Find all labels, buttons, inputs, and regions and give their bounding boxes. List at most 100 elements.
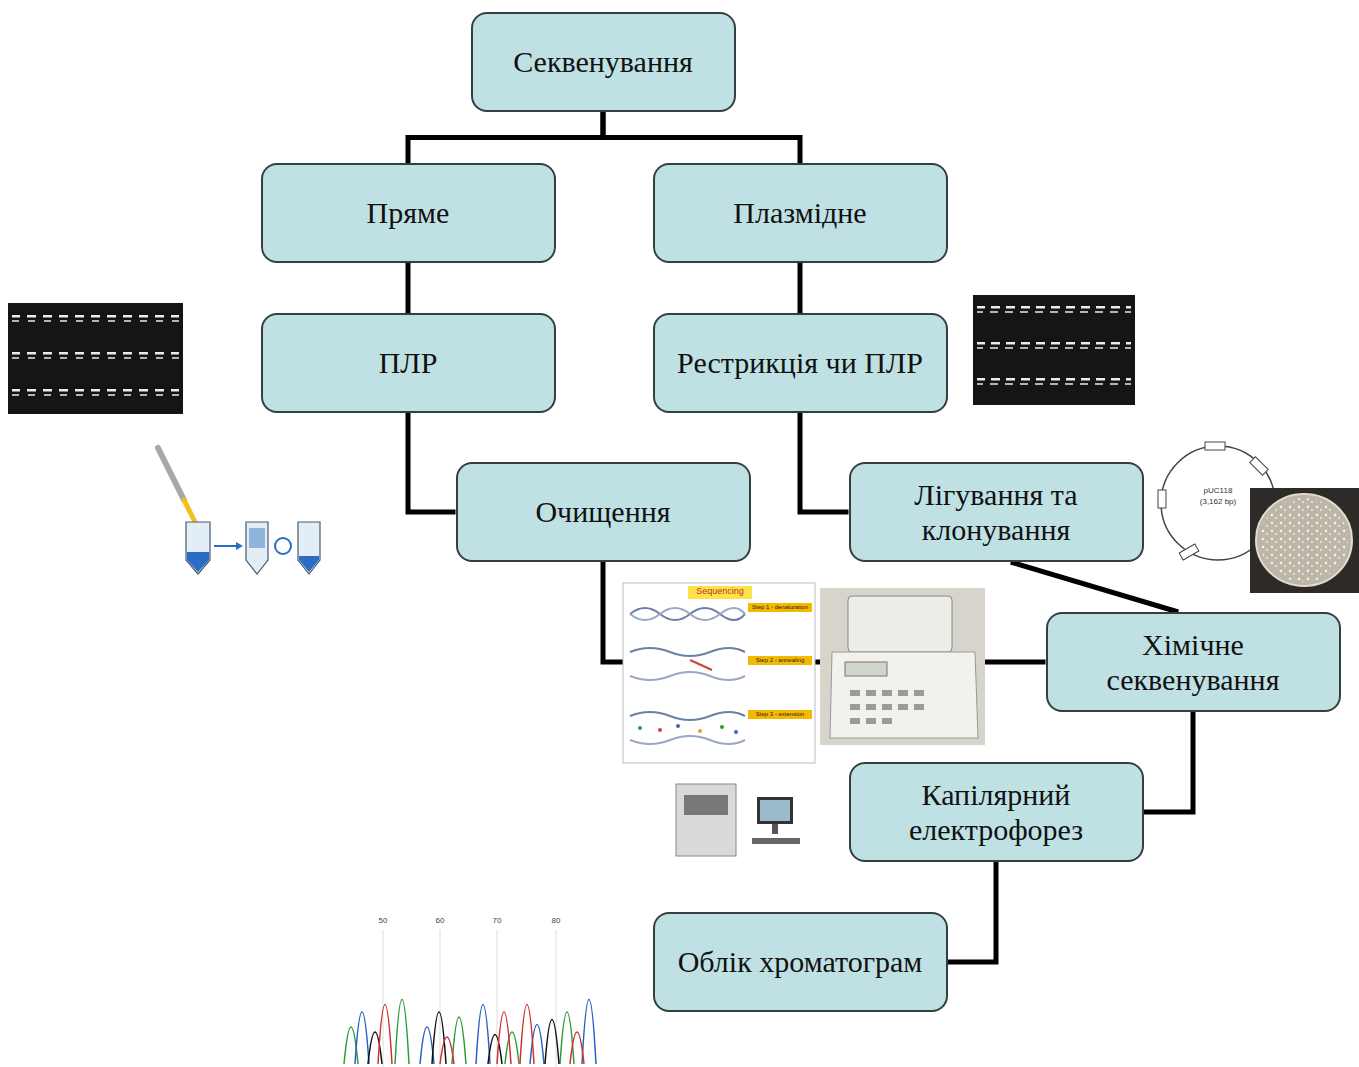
sequencing-scheme-part [698, 729, 702, 733]
thermal-cycler-photo-part [850, 718, 860, 724]
sequencing-scheme-part [638, 726, 642, 730]
sequencing-scheme-part [748, 710, 812, 719]
thermal-cycler-photo-part [914, 704, 924, 710]
spin-column-picture-part [150, 445, 325, 585]
gel-image-right-part [977, 298, 1131, 402]
chromatogram-picture [340, 915, 600, 1067]
illustration-label: 50 [373, 917, 393, 926]
process-box: Очищення [456, 462, 751, 562]
connector-line [800, 413, 849, 512]
sequencing-scheme-part [630, 736, 745, 744]
sequencing-scheme-part [630, 608, 745, 620]
illustration-label: Step 2 - annealing [748, 657, 812, 664]
sequencing-scheme-part [688, 586, 752, 599]
illustration-label: 80 [546, 917, 566, 926]
connector-line [1144, 712, 1194, 812]
connector-line [408, 112, 603, 163]
petri-dish-photo-part [1260, 498, 1348, 582]
box-label: Пряме [367, 195, 450, 230]
plasmid-map-part [1179, 544, 1199, 560]
process-box: Секвенування [471, 12, 736, 112]
illustration-label: 70 [487, 917, 507, 926]
connector-line [603, 112, 800, 163]
box-label: Плазмідне [733, 195, 866, 230]
illustration-label: Sequencing [688, 587, 752, 597]
process-box: Капілярний електрофорез [849, 762, 1144, 862]
thermal-cycler-photo-part [866, 704, 876, 710]
plasmid-map-part [1250, 457, 1268, 475]
illustration-label: 60 [430, 917, 450, 926]
gel-image-left [8, 303, 183, 414]
plasmid-map-part [1205, 442, 1225, 450]
capillary-sequencer-picture-part [684, 795, 728, 815]
thermal-cycler-photo-part [914, 690, 924, 696]
spin-column-picture-part [299, 556, 319, 572]
spin-column-picture-part [298, 522, 320, 574]
capillary-sequencer-picture-part [772, 824, 778, 834]
box-label: Облік хроматограм [678, 944, 923, 979]
sequencing-scheme-part [630, 672, 745, 680]
thermal-cycler-photo-part [866, 690, 876, 696]
process-box: Рестрикція чи ПЛР [653, 313, 948, 413]
sequencing-scheme-part [658, 728, 662, 732]
sequencing-scheme-part [623, 583, 815, 763]
chromatogram-picture-part [378, 1005, 584, 1065]
petri-dish-photo-part [1250, 488, 1359, 593]
sequencing-scheme-part [748, 656, 812, 665]
spin-column-picture-part [214, 545, 236, 547]
process-box: Лігування та клонування [849, 462, 1144, 562]
connector-line [408, 413, 456, 512]
thermal-cycler-photo-part [850, 690, 860, 696]
sequencing-scheme-part [630, 648, 745, 656]
connector-line [798, 263, 803, 313]
thermal-cycler-photo-part [820, 588, 985, 745]
box-label: ПЛР [379, 345, 438, 380]
process-box: Хімічне секвенування [1046, 612, 1341, 712]
connector-line [948, 862, 997, 962]
connector-line [406, 263, 411, 313]
chromatogram-picture-part [497, 930, 498, 1067]
spin-column-picture-part [246, 522, 268, 574]
thermal-cycler-photo [820, 588, 985, 745]
spin-column-picture-part [186, 522, 210, 574]
spin-column-picture-part [158, 448, 184, 500]
gel-image-right [973, 295, 1135, 405]
plasmid-map-part [1158, 490, 1166, 508]
sequencing-scheme-part [630, 712, 745, 720]
box-label: Очищення [535, 494, 670, 529]
chromatogram-picture-part [556, 930, 557, 1067]
spin-column-picture-part [275, 538, 291, 554]
thermal-cycler-photo-part [882, 704, 892, 710]
petri-dish-photo [1250, 488, 1359, 593]
sequencing-scheme-part [748, 603, 812, 612]
capillary-sequencer-picture-part [757, 797, 793, 824]
box-label: Лігування та клонування [873, 477, 1120, 548]
box-label: Капілярний електрофорез [873, 777, 1120, 848]
process-box: Пряме [261, 163, 556, 263]
process-box: ПЛР [261, 313, 556, 413]
sequencing-scheme-part [676, 724, 680, 728]
sequencing-scheme-part [734, 730, 738, 734]
thermal-cycler-photo-part [898, 704, 908, 710]
thermal-cycler-photo-part [830, 652, 978, 738]
box-label: Рестрикція чи ПЛР [677, 345, 923, 380]
sequencing-scheme [623, 583, 815, 763]
capillary-sequencer-picture [676, 784, 800, 856]
gel-image-left-part [12, 306, 179, 411]
petri-dish-photo-part [1256, 494, 1352, 586]
process-box: Облік хроматограм [653, 912, 948, 1012]
spin-column-picture-part [249, 528, 265, 548]
illustration-label: Step 3 - extension [748, 711, 812, 718]
capillary-sequencer-picture-part [760, 800, 790, 821]
spin-column-picture-part [187, 552, 209, 572]
illustration-label: Step 1 - denaturation [748, 604, 812, 611]
thermal-cycler-photo-part [866, 718, 876, 724]
thermal-cycler-photo-part [882, 690, 892, 696]
chromatogram-picture-part [383, 930, 384, 1067]
connector-line [1011, 562, 1179, 612]
spin-column-picture [150, 445, 325, 585]
spin-column-picture-part [184, 500, 196, 524]
sequencing-scheme-part [690, 660, 712, 670]
chromatogram-picture-part [355, 1000, 596, 1065]
